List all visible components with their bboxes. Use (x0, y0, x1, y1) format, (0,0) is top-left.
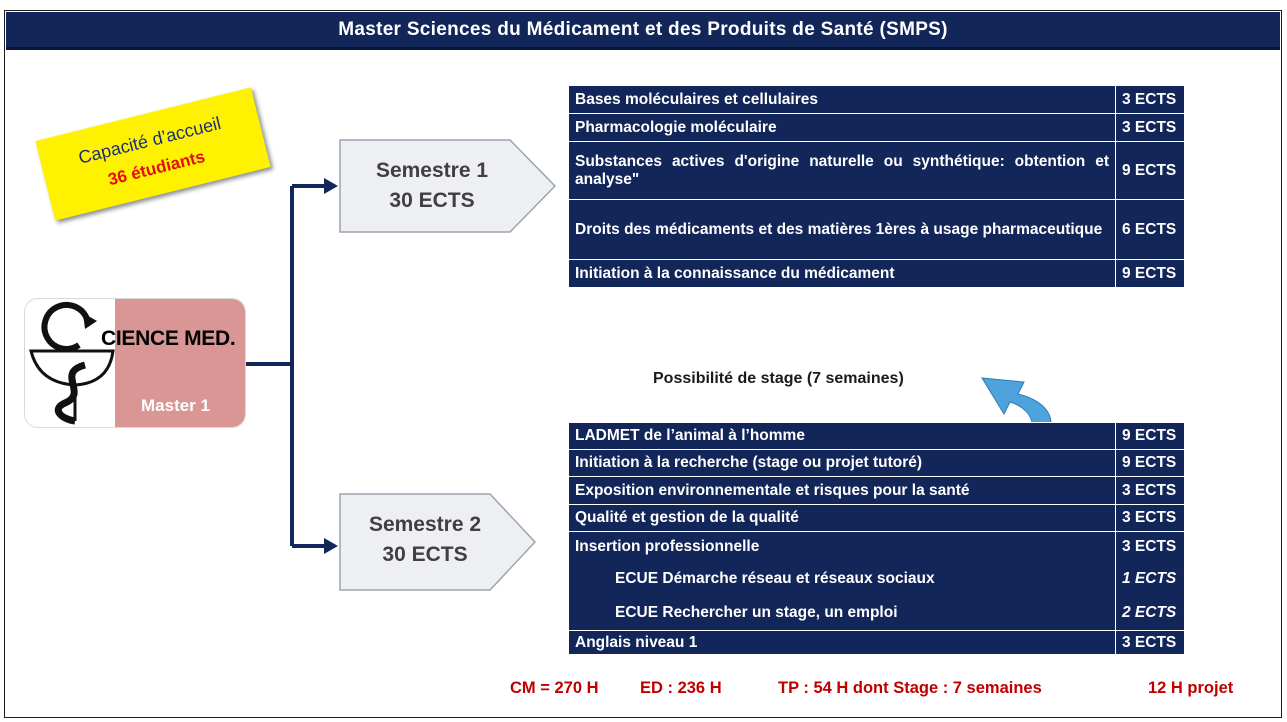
course-label: Initiation à la recherche (stage ou proj… (568, 449, 1116, 477)
course-ects: 3 ECTS (1115, 113, 1185, 142)
course-ects: 9 ECTS (1115, 259, 1185, 288)
course-ects: 3 ECTS (1115, 504, 1185, 532)
course-label: Qualité et gestion de la qualité (568, 504, 1116, 532)
course-label: Substances actives d'origine naturelle o… (568, 141, 1116, 200)
logo-level: Master 1 (141, 396, 210, 415)
course-label: Pharmacologie moléculaire (568, 113, 1116, 142)
course-sub-label: ECUE Rechercher un stage, un emploi (568, 595, 1116, 631)
course-row: Insertion professionnelle 3 ECTS (568, 531, 1185, 562)
course-subrow: ECUE Rechercher un stage, un emploi 2 EC… (568, 595, 1185, 631)
page-title: Master Sciences du Médicament et des Pro… (6, 12, 1280, 50)
arrow-head-s2 (324, 538, 338, 554)
course-label: Anglais niveau 1 (568, 630, 1116, 655)
semester-2-ects: 30 ECTS (382, 543, 468, 566)
course-ects: 3 ECTS (1115, 476, 1185, 505)
semester-2-shape (339, 493, 537, 591)
footer-cm: CM = 270 H (510, 679, 599, 697)
semester-2-label: Semestre 2 30 ECTS (350, 510, 500, 570)
course-ects: 3 ECTS (1115, 85, 1185, 114)
footer-ed: ED : 236 H (640, 679, 722, 697)
course-label: LADMET de l’animal à l’homme (568, 422, 1116, 450)
science-med-logo: CIENCE MED. Master 1 (24, 298, 246, 428)
semester-1-name: Semestre 1 (375, 159, 489, 182)
course-label: Droits des médicaments et des matières 1… (568, 199, 1116, 260)
course-ects: 9 ECTS (1115, 449, 1185, 477)
arrow-head-s1 (324, 178, 338, 194)
course-row: Qualité et gestion de la qualité 3 ECTS (568, 504, 1185, 532)
semester-1-courses-table: Bases moléculaires et cellulaires 3 ECTS… (568, 85, 1185, 288)
course-ects: 9 ECTS (1115, 141, 1185, 200)
course-sub-ects: 1 ECTS (1115, 561, 1185, 596)
course-row: Bases moléculaires et cellulaires 3 ECTS (568, 85, 1185, 114)
course-row: LADMET de l’animal à l’homme 9 ECTS (568, 422, 1185, 450)
course-row: Exposition environnementale et risques p… (568, 476, 1185, 505)
course-row: Pharmacologie moléculaire 3 ECTS (568, 113, 1185, 142)
course-ects: 6 ECTS (1115, 199, 1185, 260)
course-subrow: ECUE Démarche réseau et réseaux sociaux … (568, 561, 1185, 596)
semester-2-courses-table: LADMET de l’animal à l’homme 9 ECTS Init… (568, 422, 1185, 655)
semester-1-label: Semestre 1 30 ECTS (352, 156, 512, 216)
course-ects: 9 ECTS (1115, 422, 1185, 450)
course-ects: 3 ECTS (1115, 630, 1185, 655)
semester-1-shape (339, 139, 557, 233)
pharmacy-symbol-icon (29, 301, 115, 425)
course-row: Initiation à la connaissance du médicame… (568, 259, 1185, 288)
course-row: Droits des médicaments et des matières 1… (568, 199, 1185, 260)
course-label: Exposition environnementale et risques p… (568, 476, 1116, 505)
course-row: Initiation à la recherche (stage ou proj… (568, 449, 1185, 477)
footer-projet: 12 H projet (1148, 679, 1234, 697)
logo-text: CIENCE MED. (101, 327, 236, 350)
course-row: Anglais niveau 1 3 ECTS (568, 630, 1185, 655)
course-label: Initiation à la connaissance du médicame… (568, 259, 1116, 288)
semester-1-ects: 30 ECTS (389, 189, 475, 212)
course-row: Substances actives d'origine naturelle o… (568, 141, 1185, 200)
course-label: Bases moléculaires et cellulaires (568, 85, 1116, 114)
course-label: Insertion professionnelle (568, 531, 1116, 562)
course-sub-ects: 2 ECTS (1115, 595, 1185, 631)
course-sub-label: ECUE Démarche réseau et réseaux sociaux (568, 561, 1116, 596)
logo-pink-block (115, 299, 245, 427)
course-ects: 3 ECTS (1115, 531, 1185, 562)
stage-note: Possibilité de stage (7 semaines) (653, 370, 904, 387)
footer-tp: TP : 54 H dont Stage : 7 semaines (778, 679, 1042, 697)
semester-2-name: Semestre 2 (368, 513, 482, 536)
